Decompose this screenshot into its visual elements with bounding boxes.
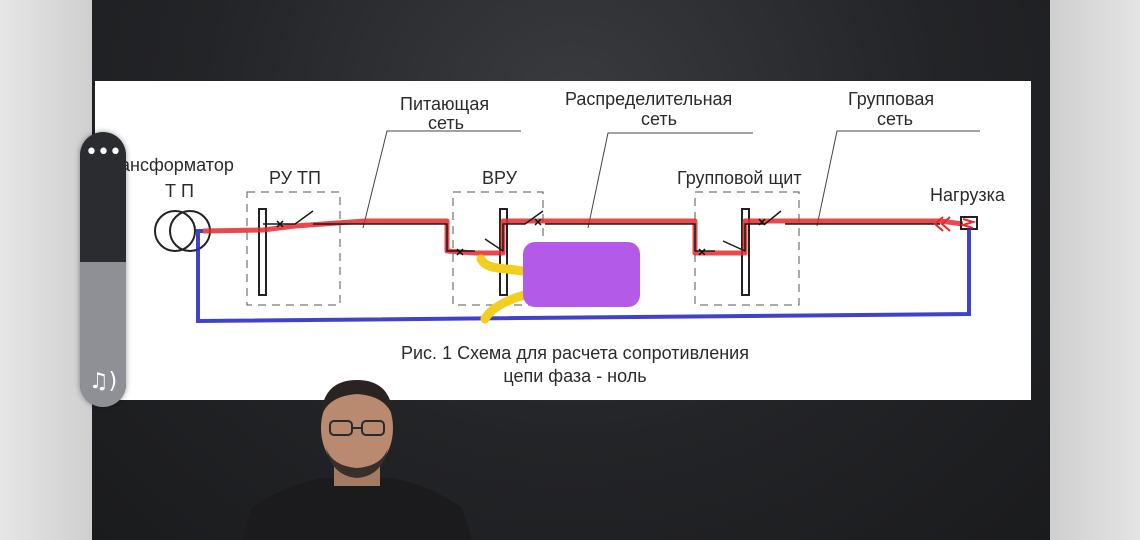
ru-tp-box bbox=[246, 191, 341, 306]
caption-line-2: цепи фаза - ноль bbox=[503, 366, 647, 386]
right-background bbox=[1050, 0, 1140, 540]
load-label: Нагрузка bbox=[930, 185, 1005, 205]
presenter-video bbox=[242, 380, 472, 540]
ru-tp-label: РУ ТП bbox=[269, 168, 321, 188]
distribution-network-label-2: сеть bbox=[641, 109, 678, 129]
transformer-label: ансформатор bbox=[120, 155, 234, 175]
phase-line bbox=[202, 210, 964, 256]
group-panel-box bbox=[694, 191, 800, 306]
figure-caption: Рис. 1 Схема для расчета сопротивления ц… bbox=[325, 342, 825, 388]
more-options-button[interactable]: ••• bbox=[80, 140, 126, 170]
feeder-network-label-2: сеть bbox=[428, 113, 465, 133]
video-area: ансформатор Т П РУ ТП ВРУ Групповой щит … bbox=[92, 0, 1050, 540]
floating-side-panel: ••• ♫) bbox=[80, 132, 126, 407]
leader-lines bbox=[362, 130, 980, 229]
slide: ансформатор Т П РУ ТП ВРУ Групповой щит … bbox=[95, 81, 1031, 400]
circuit-diagram bbox=[154, 130, 980, 324]
audio-note-icon: ♫) bbox=[88, 369, 118, 394]
redaction-block bbox=[523, 242, 640, 307]
neutral-line bbox=[196, 229, 971, 324]
caption-line-1: Рис. 1 Схема для расчета сопротивления bbox=[401, 343, 749, 363]
more-horizontal-icon: ••• bbox=[85, 140, 122, 165]
group-panel-label: Групповой щит bbox=[677, 168, 802, 188]
feeder-network-label-1: Питающая bbox=[400, 94, 490, 114]
left-background bbox=[0, 0, 92, 540]
distribution-network-label-1: Распределительная bbox=[565, 89, 733, 109]
panel-lower-section bbox=[80, 262, 126, 407]
group-network-label-2: сеть bbox=[877, 109, 914, 129]
group-network-label-1: Групповая bbox=[848, 89, 935, 109]
load-symbol bbox=[933, 216, 978, 232]
switch-marks bbox=[276, 218, 766, 256]
vru-label: ВРУ bbox=[482, 168, 518, 188]
transformer-sublabel: Т П bbox=[165, 181, 194, 201]
audio-button[interactable]: ♫) bbox=[80, 364, 126, 400]
